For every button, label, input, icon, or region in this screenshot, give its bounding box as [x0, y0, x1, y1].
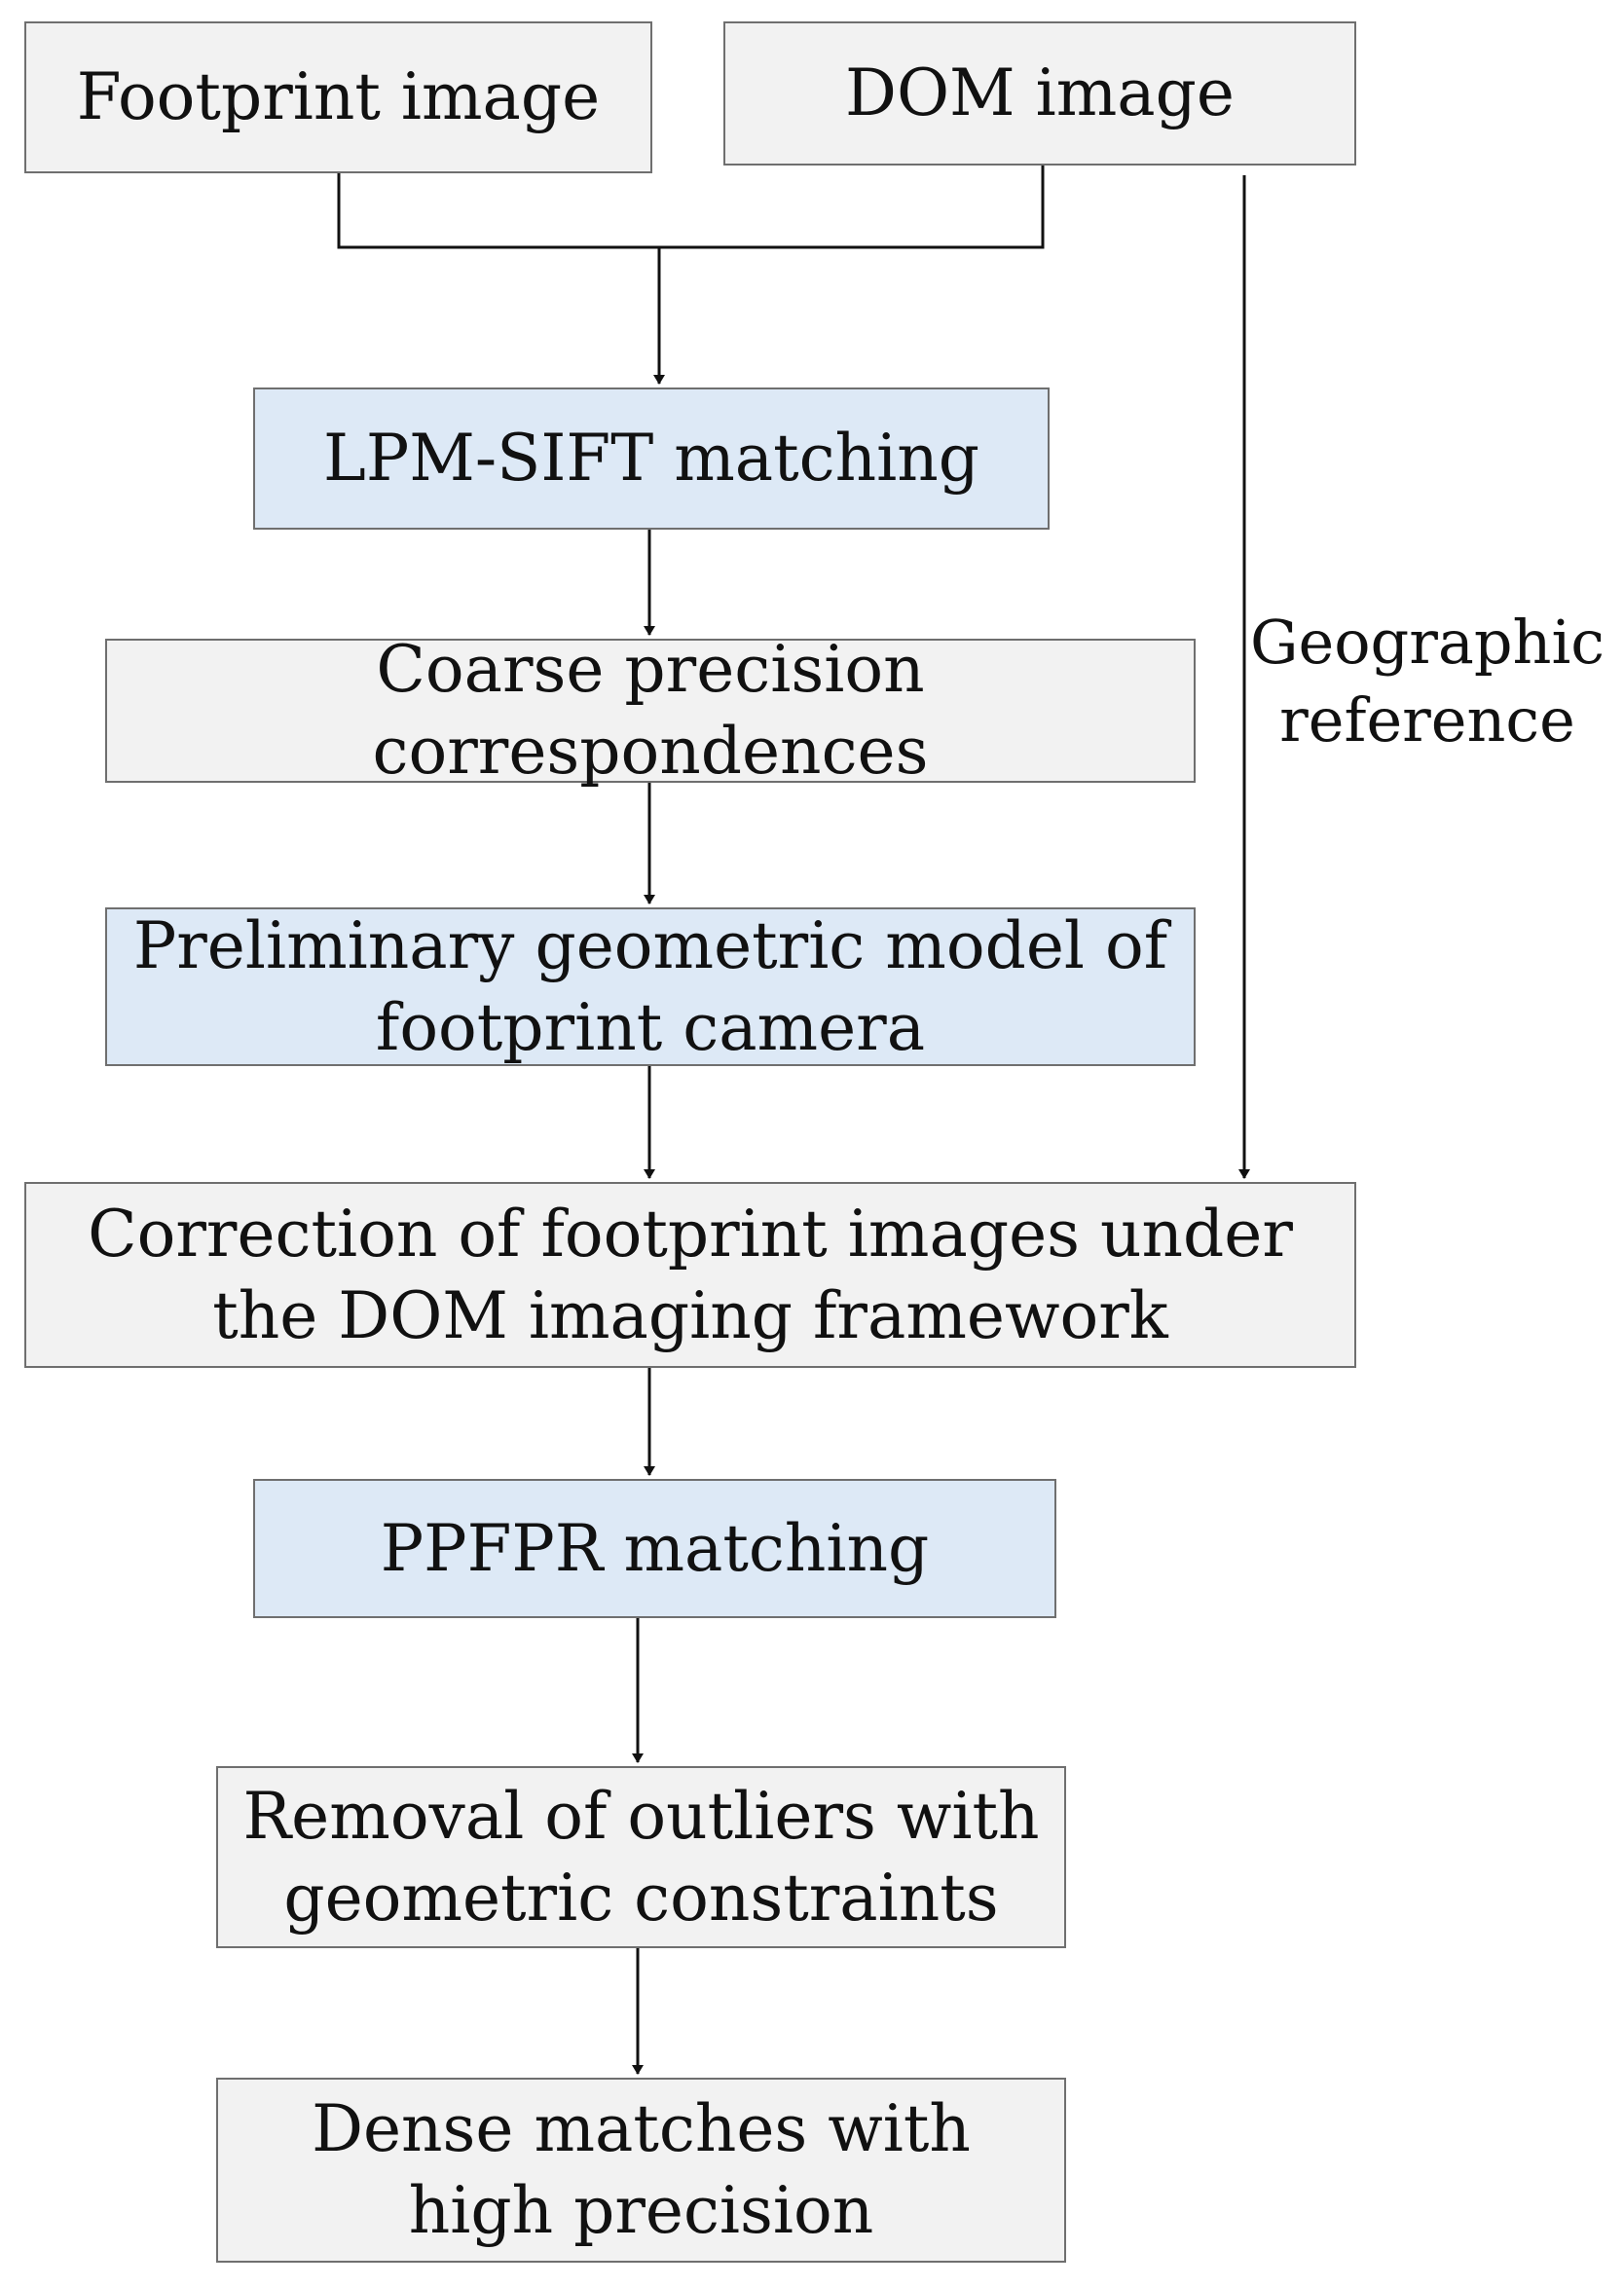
node-coarse-precision-correspondences: Coarse precision correspondences [105, 632, 1196, 789]
node-correction-of-footprint-images: Correction of footprint images under the… [24, 1182, 1356, 1368]
node-lpm-sift-matching: LPM-SIFT matching [253, 387, 1050, 530]
node-preliminary-geometric-model: Preliminary geometric model of footprint… [105, 907, 1196, 1066]
edge-label-geographic-reference: Geographic reference [1249, 607, 1605, 756]
node-footprint-image: Footprint image [24, 21, 652, 173]
input-merge-line [337, 166, 1045, 249]
node-ppfpr-matching: PPFPR matching [253, 1479, 1056, 1618]
node-dense-matches: Dense matches with high precision [216, 2078, 1066, 2263]
node-dom-image: DOM image [723, 21, 1356, 166]
node-removal-of-outliers: Removal of outliers with geometric const… [216, 1766, 1066, 1948]
